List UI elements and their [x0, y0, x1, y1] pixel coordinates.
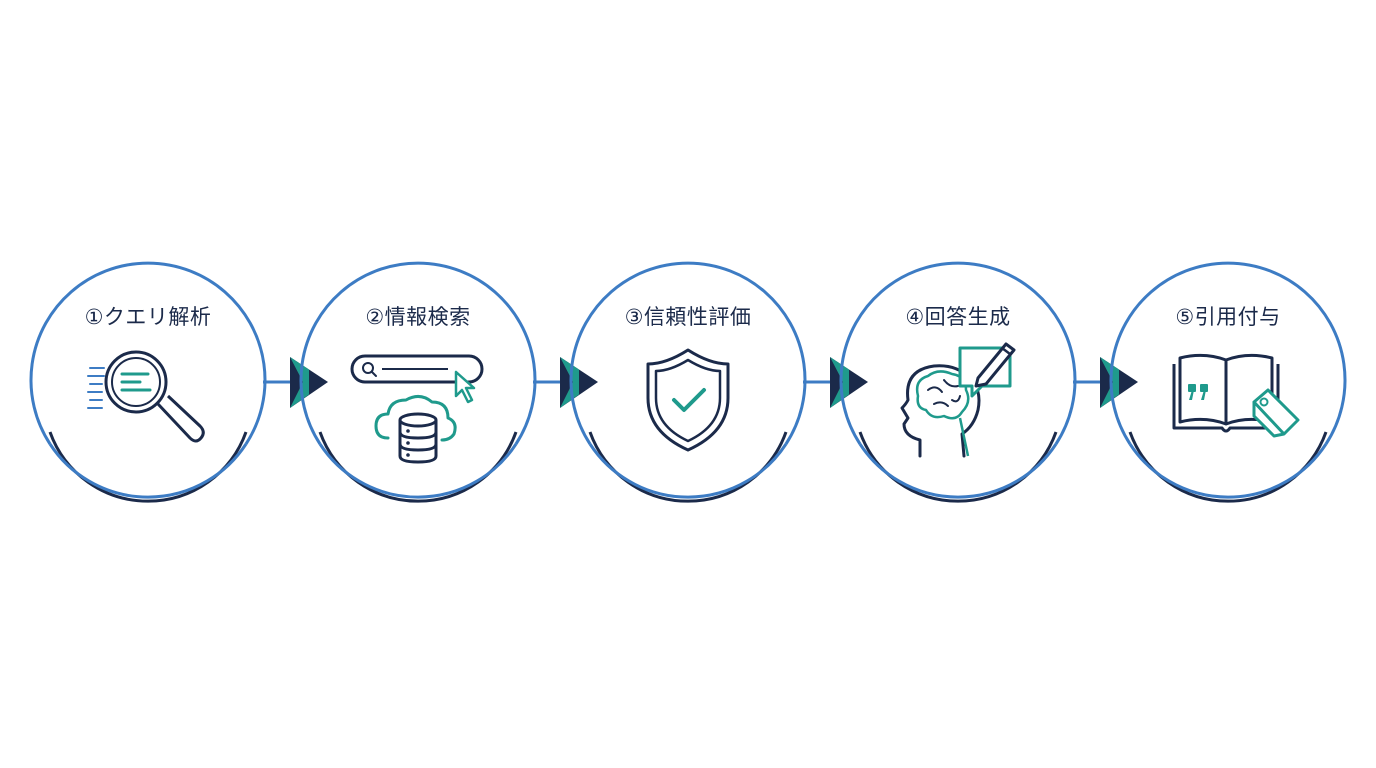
step-3-circle	[569, 261, 807, 503]
outer-ring-bottom	[588, 443, 788, 499]
inner-arc	[48, 431, 248, 503]
step-4-label: ④回答生成	[905, 305, 1011, 329]
arrow-head-accent	[290, 357, 309, 408]
arrow-head-accent	[830, 357, 849, 408]
inner-arc	[1128, 431, 1328, 503]
inner-arc	[858, 431, 1058, 503]
outer-ring	[569, 261, 807, 445]
connector-1-2	[263, 357, 328, 408]
step-5-circle	[1109, 261, 1347, 503]
step-5-label: ⑤引用付与	[1175, 305, 1281, 329]
outer-ring	[299, 261, 537, 445]
step-2-label: ②情報検索	[365, 305, 471, 329]
step-4-circle	[839, 261, 1077, 503]
inner-arc	[588, 431, 788, 503]
outer-ring-bottom	[858, 443, 1058, 499]
outer-ring-bottom	[318, 443, 518, 499]
connectors	[263, 357, 1138, 408]
connector-4-5	[1073, 357, 1138, 408]
outer-ring-bottom	[1128, 443, 1328, 499]
brain-pencil-icon	[900, 342, 1016, 458]
connector-2-3	[533, 357, 598, 408]
outer-ring-bottom	[48, 443, 248, 499]
outer-ring	[29, 261, 267, 445]
magnifier-icon	[87, 350, 205, 443]
step-1-circle	[29, 261, 267, 503]
arrow-head-accent	[560, 357, 579, 408]
search-bar-database-icon	[350, 354, 484, 464]
step-1-label: ①クエリ解析	[84, 305, 212, 329]
step-2-circle	[299, 261, 537, 503]
outer-ring	[1109, 261, 1347, 445]
book-quote-tag-icon	[1172, 353, 1300, 438]
arrow-head-accent	[1100, 357, 1119, 408]
connector-3-4	[803, 357, 868, 408]
shield-check-icon	[646, 348, 730, 452]
step-3-label: ③信頼性評価	[624, 305, 752, 329]
outer-ring	[839, 261, 1077, 445]
